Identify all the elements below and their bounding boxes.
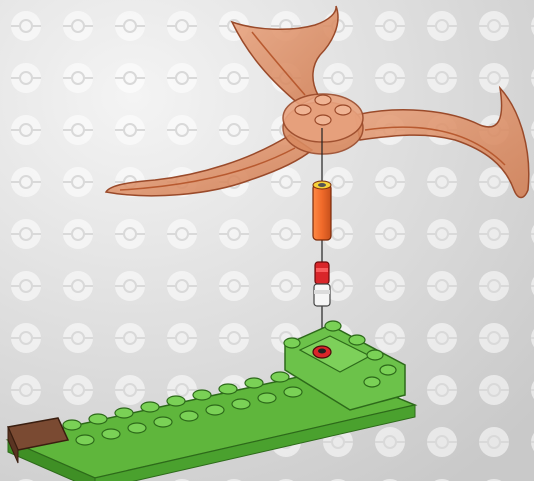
plate-socket: [312, 345, 332, 359]
connector-pin-white: [313, 283, 331, 307]
base-plate: [5, 324, 418, 481]
brown-tile: [6, 417, 70, 464]
connector-pin-red: [314, 261, 330, 285]
connector-rod-orange: [312, 180, 332, 241]
spinner-blade: [104, 5, 530, 199]
base-plate-studs: [62, 320, 397, 446]
